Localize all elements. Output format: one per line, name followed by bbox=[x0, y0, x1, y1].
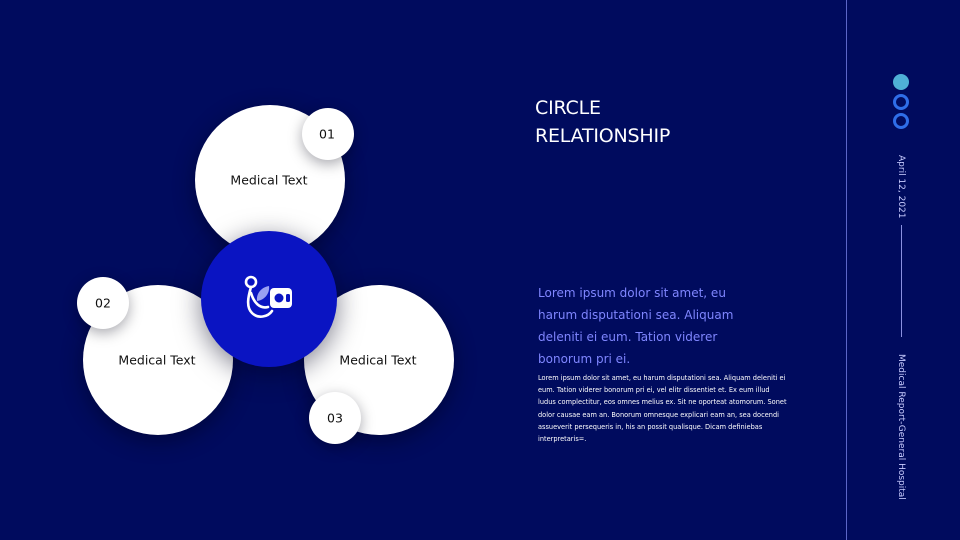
sidebar-report-name: Medical Report-General Hospital bbox=[896, 354, 906, 500]
slide-title: CIRCLE RELATIONSHIP bbox=[535, 94, 795, 150]
circle-badge-03 bbox=[309, 392, 361, 444]
circle-label-03: Medical Text bbox=[339, 352, 417, 368]
stethoscope-blood-pressure-icon bbox=[244, 275, 292, 318]
slide-title-line2: RELATIONSHIP bbox=[535, 125, 671, 147]
circle-number-02: 02 bbox=[95, 295, 111, 311]
dot-indicator-2 bbox=[893, 94, 909, 110]
circle-label-02: Medical Text bbox=[118, 352, 196, 368]
slide-title-line1: CIRCLE bbox=[535, 97, 601, 119]
circle-label-01: Medical Text bbox=[230, 172, 308, 188]
sidebar-date: April 12, 2021 bbox=[896, 155, 906, 219]
dot-indicator-1 bbox=[893, 74, 909, 90]
sidebar-divider-line bbox=[846, 0, 847, 540]
circle-badge-02 bbox=[77, 277, 129, 329]
circle-badge-01 bbox=[302, 108, 354, 160]
body-paragraph: Lorem ipsum dolor sit amet, eu harum dis… bbox=[538, 374, 787, 444]
circle-number-01: 01 bbox=[319, 126, 335, 142]
circle-number-03: 03 bbox=[327, 410, 343, 426]
lead-paragraph: Lorem ipsum dolor sit amet, eu harum dis… bbox=[538, 286, 734, 366]
dot-indicator-3 bbox=[893, 113, 909, 129]
sidebar-separator bbox=[901, 225, 902, 337]
center-circle bbox=[201, 231, 337, 367]
